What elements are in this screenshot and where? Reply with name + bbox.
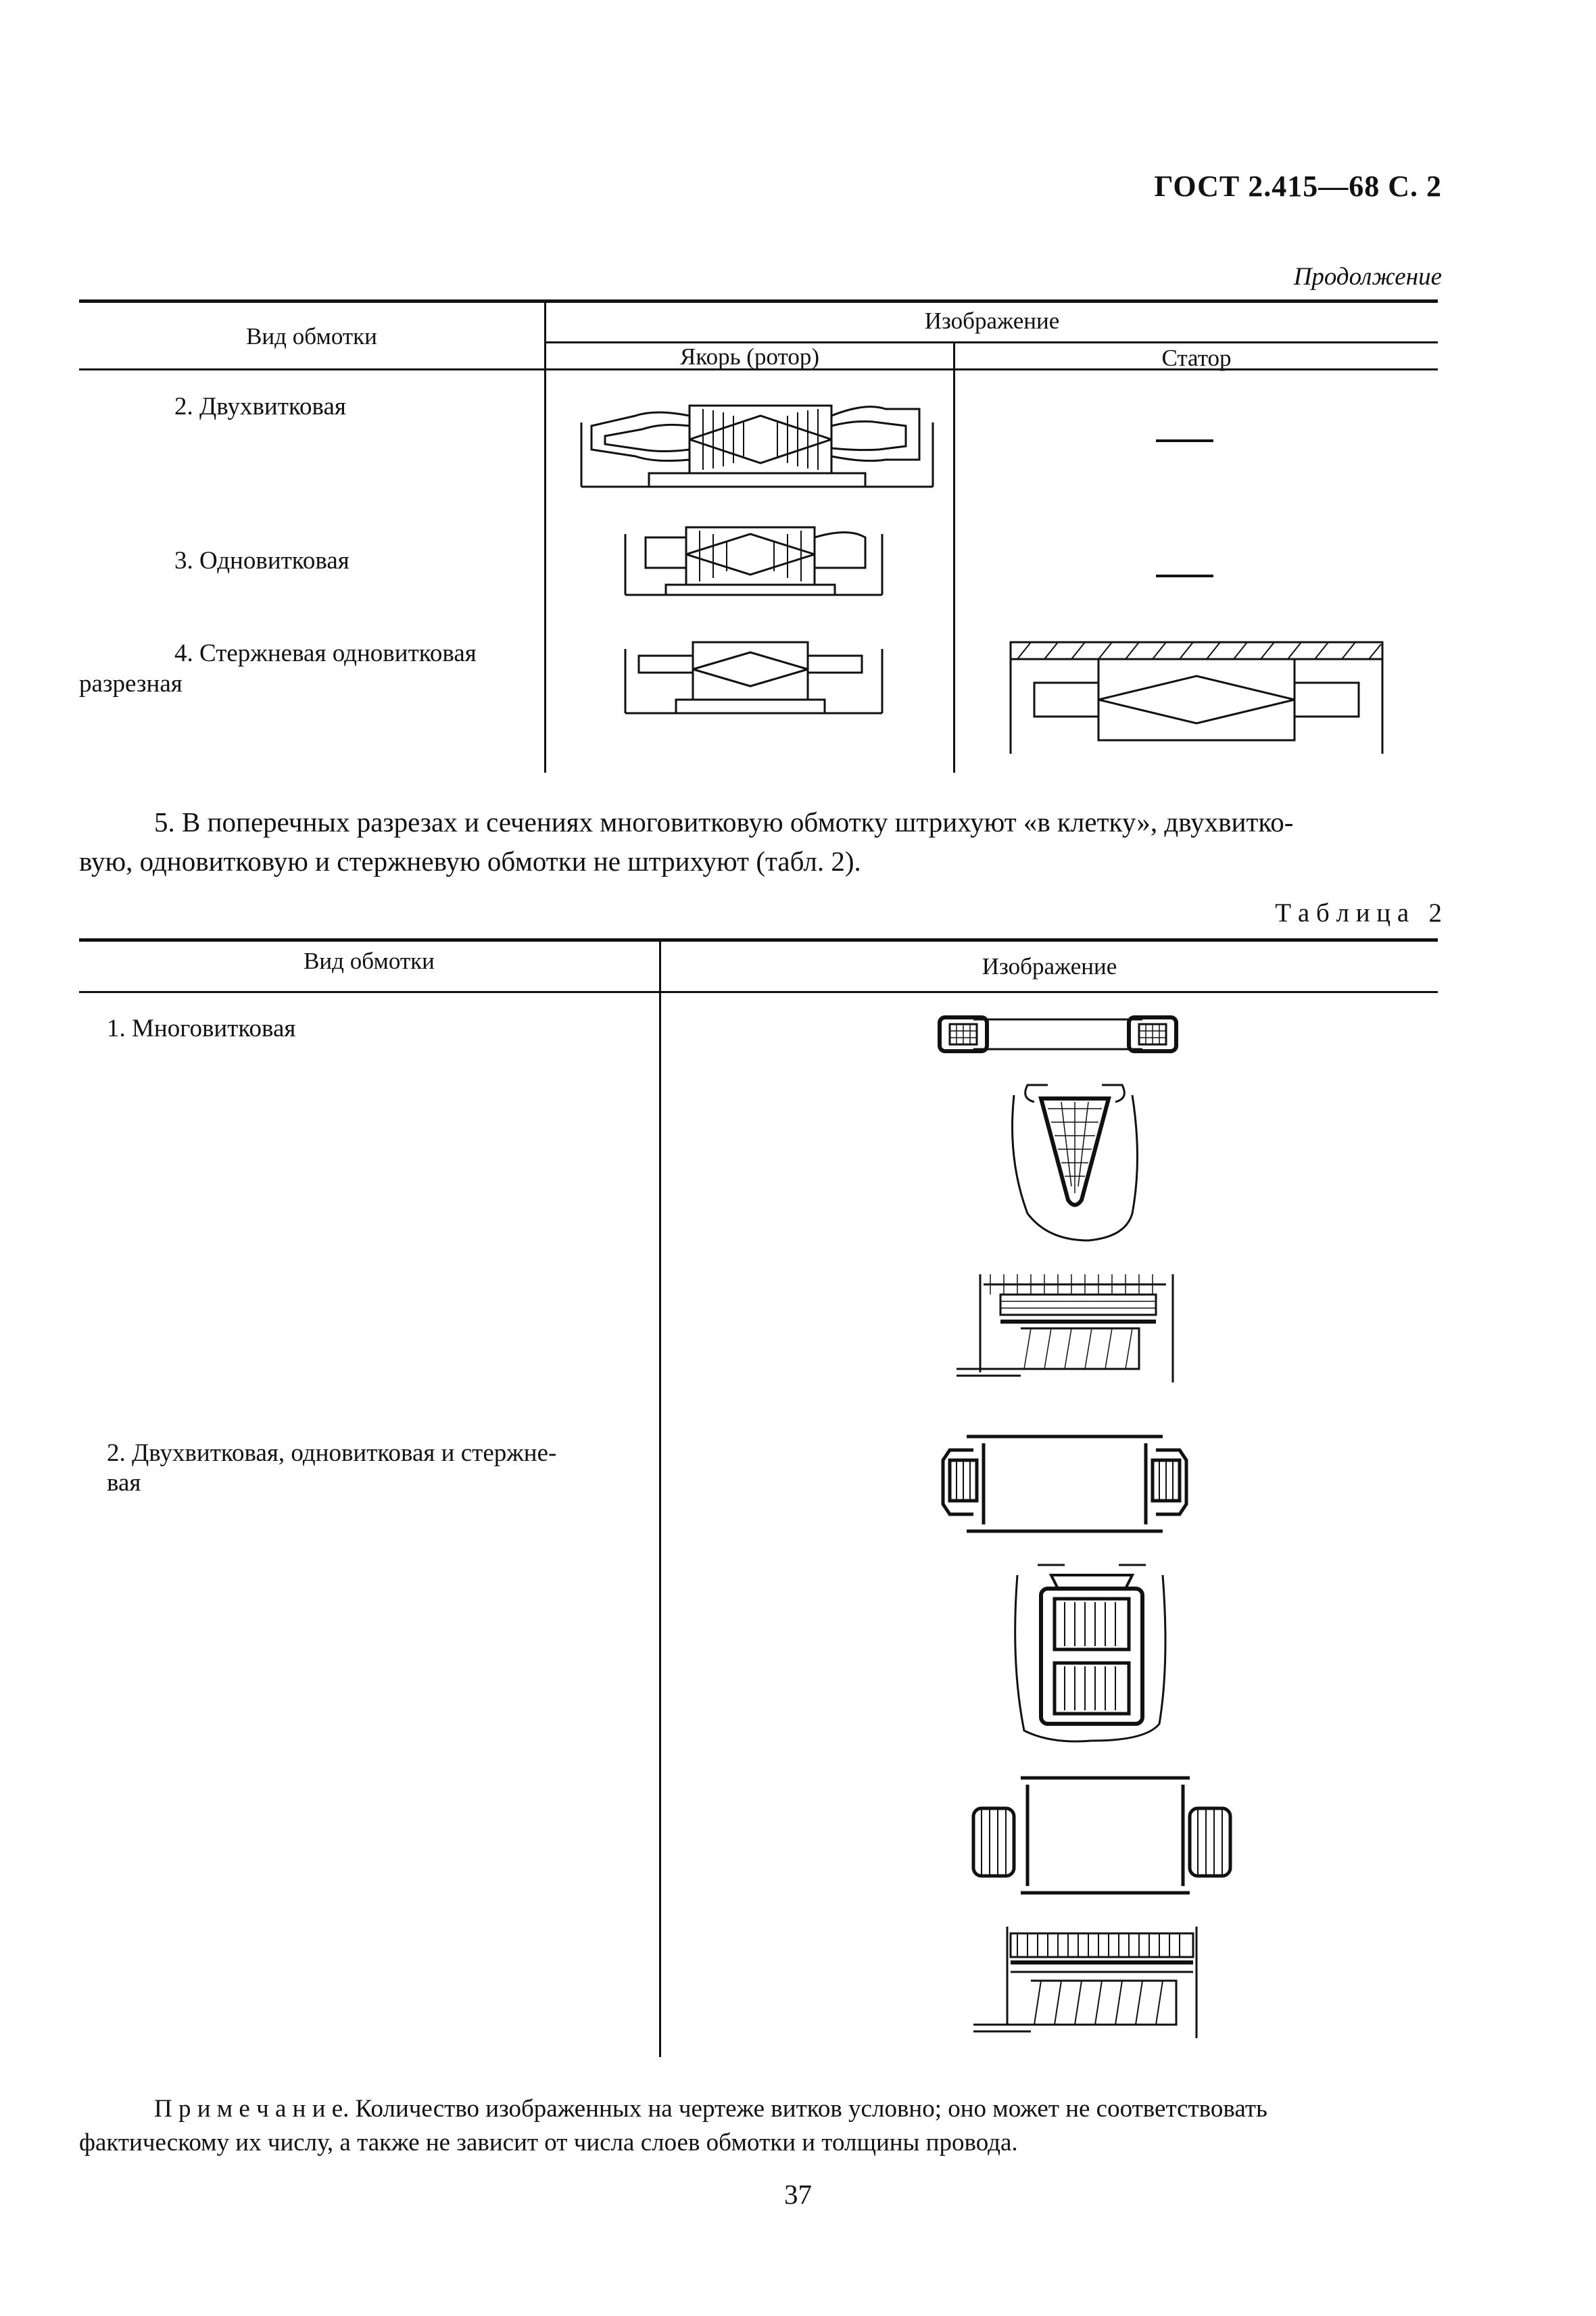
table1-col-divider xyxy=(544,299,546,773)
table1-head-rule xyxy=(79,368,1438,370)
table1-subhead-stator: Статор xyxy=(1161,345,1232,371)
stator-empty-dash xyxy=(1156,439,1213,442)
table1-subhead-rotor: Якорь (ротор) xyxy=(680,343,819,370)
paragraph-5-line1: 5. В поперечных разрезах и сечениях мног… xyxy=(154,806,1294,838)
note-line2: фактическому их числу, а также не зависи… xyxy=(79,2129,1018,2156)
multiturn-crosssection-drawing xyxy=(936,1014,1180,1055)
continuation-label: Продолжение xyxy=(1293,263,1442,291)
twoturn-crosssection-drawing xyxy=(933,1430,1196,1538)
document-header: ГОСТ 2.415—68 С. 2 xyxy=(1154,170,1442,203)
table2-caption: Т а б л и ц а 2 xyxy=(1275,898,1442,927)
table1-subcol-divider xyxy=(953,341,955,773)
table1-col-image-heading: Изображение xyxy=(924,308,1060,334)
table2-row-type: 1. Многовитковая xyxy=(107,1015,296,1042)
table2-col-divider xyxy=(659,938,661,2057)
table2-row-type: 2. Двухвитковая, одновитковая и стержне- xyxy=(107,1439,557,1467)
multiturn-axial-drawing xyxy=(950,1268,1180,1386)
table1-row-type: 4. Стержневая одновитковая xyxy=(174,640,477,667)
table1-col-type-heading: Вид обмотки xyxy=(246,323,377,349)
note-line1: П р и м е ч а н и е. Количество изображе… xyxy=(154,2095,1267,2123)
table1-subhead-rule xyxy=(544,341,1438,343)
stator-empty-dash xyxy=(1156,575,1213,577)
table1-row-type: 3. Одновитковая xyxy=(174,547,349,575)
table2-col-image-heading: Изображение xyxy=(982,953,1117,980)
table1-row-type-cont: разрезная xyxy=(79,670,183,698)
bar-axial-drawing xyxy=(967,1923,1217,2042)
table2-col-type-heading: Вид обмотки xyxy=(304,948,435,974)
multiturn-slot-drawing xyxy=(1007,1078,1142,1247)
table1-row-type: 2. Двухвитковая xyxy=(174,393,346,420)
table2-row-type-cont: вая xyxy=(107,1469,141,1497)
table2-top-rule xyxy=(79,938,1438,942)
paragraph-5-line2: вую, одновитковую и стержневую обмотки н… xyxy=(79,846,861,877)
stator-bar-drawing xyxy=(1004,639,1393,761)
rotor-one-turn-drawing xyxy=(619,521,889,602)
twoturn-slot-drawing xyxy=(1011,1562,1173,1747)
table1-top-rule xyxy=(79,299,1438,303)
bar-crosssection-drawing xyxy=(967,1771,1234,1900)
rotor-bar-drawing xyxy=(619,635,889,720)
table2-head-rule xyxy=(79,991,1438,993)
page-number: 37 xyxy=(784,2179,812,2210)
rotor-two-turn-drawing xyxy=(575,395,940,493)
